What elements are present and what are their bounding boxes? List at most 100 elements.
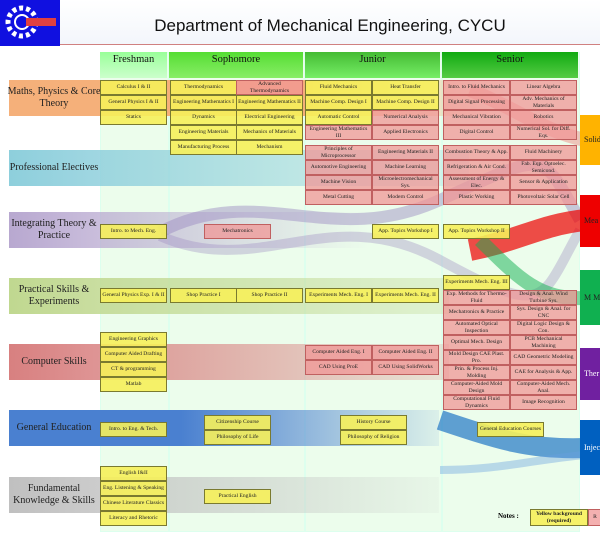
course-exp1: Experiments Mech. Eng. I — [305, 288, 372, 303]
course-thermo: Thermodynamics — [170, 80, 237, 95]
course-cae2: Computer Aided Eng. II — [372, 345, 439, 360]
category-practical: Practical Skills & Experiments — [18, 284, 90, 307]
course-gphys: General Physics I & II — [100, 95, 167, 110]
course-dsp: Digital Signal Processing — [443, 95, 510, 110]
course-heat: Heat Transfer — [372, 80, 439, 95]
course-manuf: Manufacturing Process — [170, 140, 237, 155]
course-philife: Philosophy of Life — [204, 430, 271, 445]
category-maths: Maths, Physics & Core Theory — [7, 86, 101, 109]
course-atw2: App. Topics Workshop II — [443, 224, 510, 239]
course-mems: Microelectromechanical Sys. — [372, 175, 439, 190]
course-atw1: App. Topics Workshop I — [372, 224, 439, 239]
course-injmold: Prin. & Process Inj. Molding — [443, 365, 510, 380]
course-autoctrl: Automatic Control — [305, 110, 372, 125]
course-modctrl: Modern Control — [372, 190, 439, 205]
legend-required: Yellow background (required) — [530, 509, 588, 526]
course-mechmat: Mechanics of Materials — [236, 125, 303, 140]
course-introfluid: Intro. to Fluid Mechanics — [443, 80, 510, 95]
course-dyn: Dynamics — [170, 110, 237, 125]
course-cnc: Sys. Design & Anal. for CNC — [510, 305, 577, 320]
course-diglogic: Digital Logic Design & Con. — [510, 320, 577, 335]
course-fluidmach: Fluid Machinery — [510, 145, 577, 160]
course-numan: Numerical Analysis — [372, 110, 439, 125]
course-exp2: Experiments Mech. Eng. II — [372, 288, 439, 303]
course-mold: Mold Design CAE Plast. Pro. — [443, 350, 510, 365]
course-english: English I&II — [100, 466, 167, 481]
course-camold: Computer-Aided Mold Design — [443, 380, 510, 395]
course-mcd1: Machine Comp. Design I — [305, 95, 372, 110]
course-elec: Electrical Engineering — [236, 110, 303, 125]
course-solar: Photovoltaic Solar Cell — [510, 190, 577, 205]
course-calc: Calculus I & II — [100, 80, 167, 95]
legend-elective: R — [588, 509, 600, 526]
course-cae1: Computer Aided Eng. I — [305, 345, 372, 360]
course-cae: CAE for Analysis & App. — [510, 365, 577, 380]
course-shop1: Shop Practice I — [170, 288, 237, 303]
course-sensor: Sensor & Application — [510, 175, 577, 190]
course-advthermo: Advanced Thermodynamics — [236, 80, 303, 95]
page-title: Department of Mechanical Engineering, CY… — [154, 16, 506, 35]
course-plastic: Plastic Working — [443, 190, 510, 205]
course-linalg: Linear Algebra — [510, 80, 577, 95]
course-citizen: Citizenship Course — [204, 415, 271, 430]
course-matlab: Matlab — [100, 377, 167, 392]
track-measurement-electronics: Mea Elect — [580, 195, 600, 247]
course-proe: CAD Using ProE — [305, 360, 372, 375]
course-history: History Course — [340, 415, 407, 430]
category-gened: General Education — [16, 422, 92, 433]
band-integrating — [9, 212, 369, 248]
course-refrig: Refrigeration & Air Cond. — [443, 160, 510, 175]
course-genedc: General Education Courses — [477, 422, 544, 437]
course-micro: Principles of Microprocessor — [305, 145, 372, 160]
course-philrel: Philosophy of Religion — [340, 430, 407, 445]
course-expthermo: Exp. Methods for Thermo-Fluid — [443, 290, 510, 305]
course-statics: Statics — [100, 110, 167, 125]
header-bar — [0, 0, 600, 45]
course-gpexp: General Physics Exp. I & II — [100, 288, 167, 303]
ribbon-inject-2 — [439, 451, 586, 474]
gear-icon — [5, 5, 56, 39]
course-vib: Mechanical Vibration — [443, 110, 510, 125]
course-pcb: PCB Mechanical Machining — [510, 335, 577, 350]
course-ml: Machine Learning — [372, 160, 439, 175]
year-header-freshman: Freshman — [100, 52, 167, 78]
course-exp3: Experiments Mech. Eng. III — [443, 275, 510, 290]
ribbon-inject — [436, 410, 586, 459]
year-header-sophomore: Sophomore — [169, 52, 303, 78]
year-header-senior: Senior — [442, 52, 578, 78]
category-electives: Professional Electives — [9, 162, 99, 173]
ribbon-integrating-2 — [157, 227, 585, 301]
category-computer: Computer Skills — [21, 356, 87, 367]
track-mech-manufacturing: M Ma — [580, 270, 600, 325]
year-header-junior: Junior — [305, 52, 440, 78]
course-practeng: Practical English — [204, 489, 271, 504]
course-metalcut: Metal Cutting — [305, 190, 372, 205]
track-thermo: Ther — [580, 348, 600, 400]
course-introme: Intro. to Mech. Eng. — [100, 224, 167, 239]
department-logo — [0, 0, 60, 46]
course-combust: Combustion Theory & App. — [443, 145, 510, 160]
course-digctrl: Digital Control — [443, 125, 510, 140]
course-energy: Assessment of Energy & Elec. — [443, 175, 510, 190]
course-imgrec: Image Recognition — [510, 395, 577, 410]
track-injection: Injec — [580, 420, 600, 475]
course-em1: Engineering Mathematics I — [170, 95, 237, 110]
course-em2: Engineering Mathematics II — [236, 95, 303, 110]
course-aoi: Automated Optical Inspection — [443, 320, 510, 335]
course-advmechmat: Adv. Mechanics of Materials — [510, 95, 577, 110]
track-solid-mechanics: Solid Mech — [580, 115, 600, 165]
course-sw: CAD Using SolidWorks — [372, 360, 439, 375]
course-introtech: Intro. to Eng. & Tech. — [100, 422, 167, 437]
category-integrating: Integrating Theory & Practice — [11, 218, 97, 241]
course-literacy: Literacy and Rhetoric — [100, 511, 167, 526]
course-mechatronics: Mechatronics — [204, 224, 271, 239]
course-mvision: Machine Vision — [305, 175, 372, 190]
course-wind: Design & Anal. Wind Turbine Sys. — [510, 290, 577, 305]
course-auto: Automotive Engineering — [305, 160, 372, 175]
course-mechpract: Mechatronics & Practice — [443, 305, 510, 320]
course-appelec: Applied Electronics — [372, 125, 439, 140]
course-listen: Eng. Listening & Speaking — [100, 481, 167, 496]
course-cad: Computer Aided Drafting — [100, 347, 167, 362]
category-fundamental: Fundamental Knowledge & Skills — [13, 483, 95, 506]
course-ct: CT & programming — [100, 362, 167, 377]
